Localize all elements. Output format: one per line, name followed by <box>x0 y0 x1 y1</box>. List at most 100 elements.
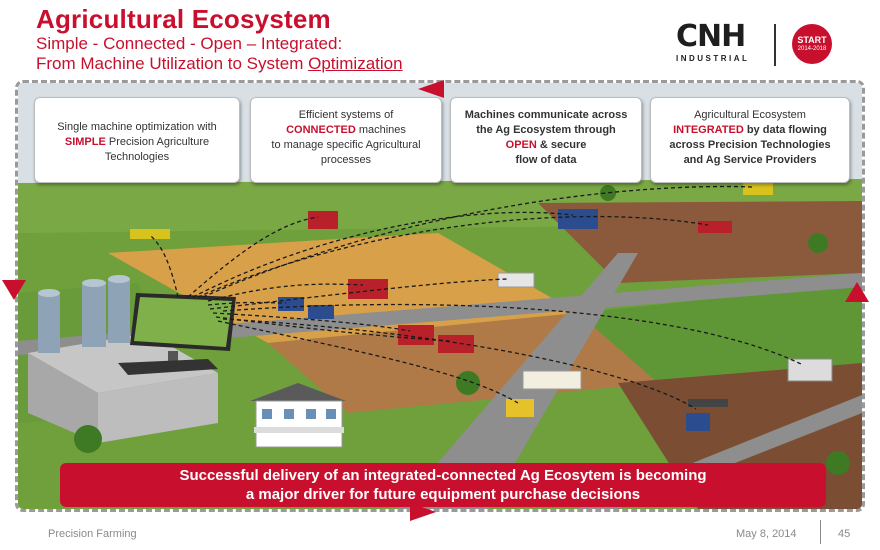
barn-wall-left <box>28 353 98 443</box>
house-porch <box>254 427 344 433</box>
sprayer <box>787 358 833 382</box>
logo-divider <box>774 24 776 66</box>
keyboard <box>118 359 218 375</box>
data-link <box>202 185 754 298</box>
cycle-arrow-up-icon <box>845 282 869 302</box>
data-link <box>187 216 319 298</box>
grain-trailer <box>522 370 582 390</box>
card-connected-line-2: CONNECTED machines <box>251 123 441 138</box>
logo-brand: CNH <box>676 19 746 54</box>
road-diagonal <box>398 253 638 509</box>
house-window <box>262 409 272 419</box>
silo-1 <box>38 293 60 353</box>
card-integrated-line-2: INTEGRATED by data flowing <box>651 123 849 138</box>
card-connected: Efficient systems of CONNECTED machines … <box>250 97 442 183</box>
house-window <box>306 409 316 419</box>
data-link <box>149 234 179 298</box>
card-integrated-line-3: across Precision Technologies <box>669 139 831 151</box>
tree <box>826 451 850 475</box>
cycle-arrow-right-icon <box>410 503 436 521</box>
card-simple-line-2: SIMPLE Precision Agriculture <box>35 135 239 150</box>
combine-yellow <box>743 183 773 195</box>
banner-line-2: a major driver for future equipment purc… <box>245 486 641 503</box>
house-roof <box>250 383 346 401</box>
card-simple-line-1: Single machine optimization with <box>57 121 217 133</box>
logo-tagline: INDUSTRIAL <box>676 54 750 63</box>
tractor-blue-2 <box>308 305 334 319</box>
silo-3 <box>108 279 130 343</box>
badge-label: START <box>797 35 827 45</box>
data-link <box>217 320 519 404</box>
tractor-blue <box>278 297 304 311</box>
card-integrated-line-4: and Ag Service Providers <box>683 154 817 166</box>
planter-yellow <box>130 229 170 239</box>
start-badge: START 2014-2018 <box>792 24 832 64</box>
card-integrated-keyword-suffix: by data flowing <box>743 124 827 136</box>
subtitle-line-2: From Machine Utilization to System Optim… <box>36 54 403 74</box>
combine-red <box>348 279 388 299</box>
yellow-truck <box>506 399 534 417</box>
tree <box>600 185 616 201</box>
silo-2 <box>82 283 106 347</box>
card-connected-keyword-suffix: machines <box>355 124 406 136</box>
data-link <box>207 301 287 306</box>
cycle-arrow-left-icon <box>418 80 444 98</box>
subtitle-line-1: Simple - Connected - Open – Integrated: <box>36 34 343 53</box>
card-open-line-3: OPEN & secure <box>451 138 641 153</box>
implement-bottom <box>688 399 728 407</box>
card-connected-keyword: CONNECTED <box>286 124 356 136</box>
card-simple-keyword-suffix: Precision Agriculture <box>105 136 210 148</box>
silo-3-top <box>108 275 130 283</box>
card-open-keyword-suffix: & secure <box>536 139 587 151</box>
data-link <box>222 303 804 366</box>
badge-years: 2014-2018 <box>797 46 827 52</box>
house-body <box>255 400 343 448</box>
silo-2-top <box>82 279 106 287</box>
data-link <box>209 278 509 310</box>
footer-date: May 8, 2014 <box>736 528 797 540</box>
card-simple-keyword: SIMPLE <box>64 136 106 148</box>
green-field-right <box>578 283 862 383</box>
tractor-red <box>398 325 434 345</box>
card-integrated: Agricultural Ecosystem INTEGRATED by dat… <box>650 97 850 183</box>
tractor-red-top <box>308 211 338 229</box>
tractor-blue-top <box>558 209 598 229</box>
tree <box>456 371 480 395</box>
footer-divider <box>820 520 821 544</box>
tree <box>808 233 828 253</box>
card-open-keyword: OPEN <box>505 139 537 151</box>
footer-section-label: Precision Farming <box>48 528 137 540</box>
card-simple: Single machine optimization with SIMPLE … <box>34 97 240 183</box>
data-link <box>212 312 411 332</box>
data-link <box>207 283 364 302</box>
page-number: 45 <box>838 528 851 540</box>
cnh-industrial-logo: CNH INDUSTRIAL <box>676 22 772 66</box>
barn-wall-right <box>98 373 218 443</box>
data-link <box>192 211 574 298</box>
banner-line-1: Successful delivery of an integrated-con… <box>179 467 707 484</box>
card-integrated-keyword: INTEGRATED <box>673 124 744 136</box>
card-open-line-2: the Ag Ecosystem through <box>476 124 616 136</box>
tractor-red-2 <box>438 335 474 353</box>
monitor-stand <box>168 351 178 363</box>
slide-title: Agricultural Ecosystem <box>36 4 331 34</box>
card-connected-line-1: Efficient systems of <box>298 109 394 121</box>
card-connected-line-3: to manage specific Agricultural <box>271 139 421 151</box>
subtitle-underlined-word: Optimization <box>308 54 403 73</box>
silo-1-top <box>38 289 60 297</box>
cycle-arrow-down-icon <box>2 280 26 300</box>
subtitle-line-2-prefix: From Machine Utilization to System <box>36 54 309 73</box>
card-open: Machines communicate across the Ag Ecosy… <box>450 97 642 183</box>
conclusion-banner: Successful delivery of an integrated-con… <box>60 463 826 507</box>
slide-subtitle: Simple - Connected - Open – Integrated: … <box>36 34 403 74</box>
data-flow-lines <box>149 185 804 410</box>
ecosystem-illustration-frame: Single machine optimization with SIMPLE … <box>15 80 865 512</box>
card-open-line-1: Machines communicate across <box>464 109 628 121</box>
card-open-line-4: flow of data <box>515 154 577 166</box>
monitor-screen <box>134 297 232 347</box>
cultivator-red <box>698 221 732 233</box>
tractor-blue-bottom <box>686 413 710 431</box>
card-simple-line-3: Technologies <box>104 151 170 163</box>
house-window <box>326 409 336 419</box>
house-window <box>284 409 294 419</box>
